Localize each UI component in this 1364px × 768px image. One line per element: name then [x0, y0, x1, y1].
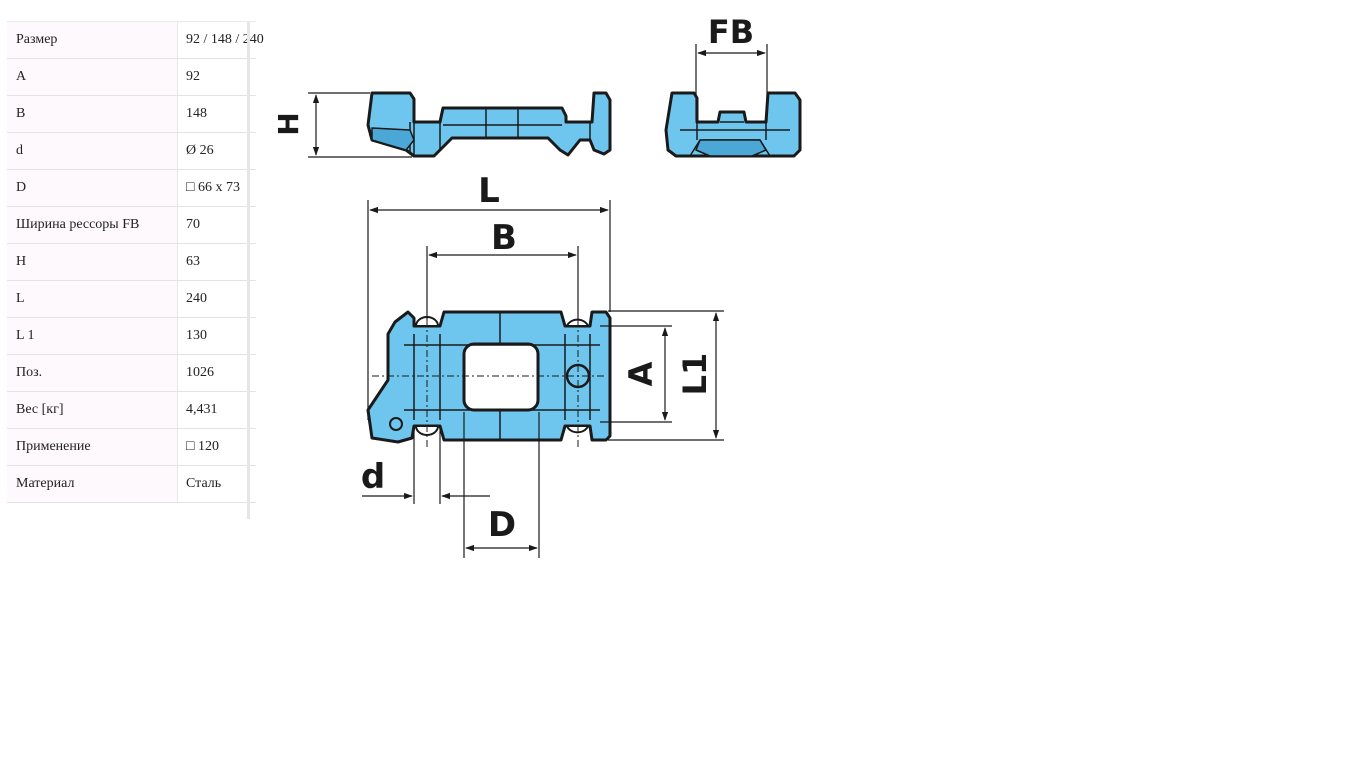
dimension-b: [426, 246, 579, 320]
spec-label: L 1: [7, 317, 178, 355]
spec-value: 4,431: [177, 391, 256, 429]
spec-label: Применение: [7, 428, 178, 466]
plan-view-centerlines: [372, 305, 604, 448]
spec-value: Сталь: [177, 465, 256, 503]
spec-row: Применение□ 120: [7, 428, 256, 466]
dimension-label-b: B: [491, 218, 517, 258]
spec-label: H: [7, 243, 178, 281]
spec-value: 63: [177, 243, 256, 281]
spec-label: d: [7, 132, 178, 170]
spec-label: D: [7, 169, 178, 207]
end-view: [664, 91, 802, 158]
dimension-l1: [608, 310, 724, 441]
spec-row: Поз.1026: [7, 354, 256, 392]
spec-label: L: [7, 280, 178, 318]
dimension-a: [600, 325, 672, 423]
spec-value: Ø 26: [177, 132, 256, 170]
spec-value: 92 / 148 / 240: [177, 21, 264, 59]
spec-label: A: [7, 58, 178, 96]
dimension-h: [308, 92, 412, 158]
dimension-label-d-small: d: [361, 457, 385, 497]
spec-label: Поз.: [7, 354, 178, 392]
spec-label: Вес [кг]: [7, 391, 178, 429]
dimension-d-large: [463, 412, 540, 558]
dimension-d-small: [362, 430, 490, 504]
spec-value: 70: [177, 206, 256, 244]
plan-view-window: [462, 342, 540, 412]
dimension-label-d-large: D: [488, 505, 516, 545]
side-view: [366, 91, 612, 158]
spec-row: D□ 66 x 73: [7, 169, 256, 207]
dimension-fb: [695, 44, 768, 120]
spec-label: Ширина рессоры FB: [7, 206, 178, 244]
dimension-l: [367, 200, 611, 420]
dimension-label-a: A: [622, 361, 660, 386]
spec-value: 240: [177, 280, 256, 318]
spec-row: Вес [кг]4,431: [7, 391, 256, 429]
dimension-label-fb: FB: [708, 13, 754, 51]
dimension-label-h: H: [272, 112, 305, 135]
dimension-label-l: L: [478, 171, 500, 211]
table-scrollbar[interactable]: [247, 21, 250, 519]
spec-value: 130: [177, 317, 256, 355]
spec-value: □ 120: [177, 428, 256, 466]
spec-value: 92: [177, 58, 256, 96]
spec-value: 1026: [177, 354, 256, 392]
spec-value: □ 66 x 73: [177, 169, 256, 207]
dimension-label-l1: L1: [676, 353, 714, 396]
spec-label: Материал: [7, 465, 178, 503]
spec-label: B: [7, 95, 178, 133]
spec-label: Размер: [7, 21, 178, 59]
spec-value: 148: [177, 95, 256, 133]
plan-view: [366, 310, 612, 444]
